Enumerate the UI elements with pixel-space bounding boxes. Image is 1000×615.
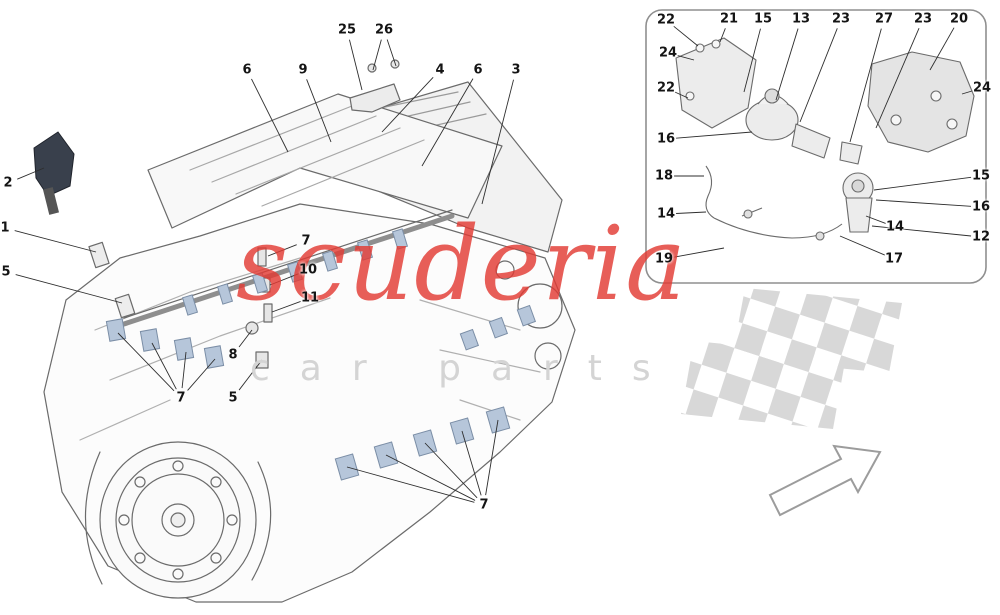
flywheel <box>99 441 257 599</box>
engine-illustration <box>43 59 576 603</box>
heat-shield <box>675 37 757 129</box>
checkered-flag-watermark <box>681 288 902 429</box>
front-cam-cover <box>147 93 503 229</box>
secondary-air-pump <box>745 99 799 141</box>
top-bracket <box>349 83 401 113</box>
inset-detail-box <box>645 9 987 284</box>
direction-arrow <box>768 444 882 517</box>
spark-plug <box>88 241 110 269</box>
ignition-coil <box>33 131 75 215</box>
leader-lines <box>14 25 973 503</box>
